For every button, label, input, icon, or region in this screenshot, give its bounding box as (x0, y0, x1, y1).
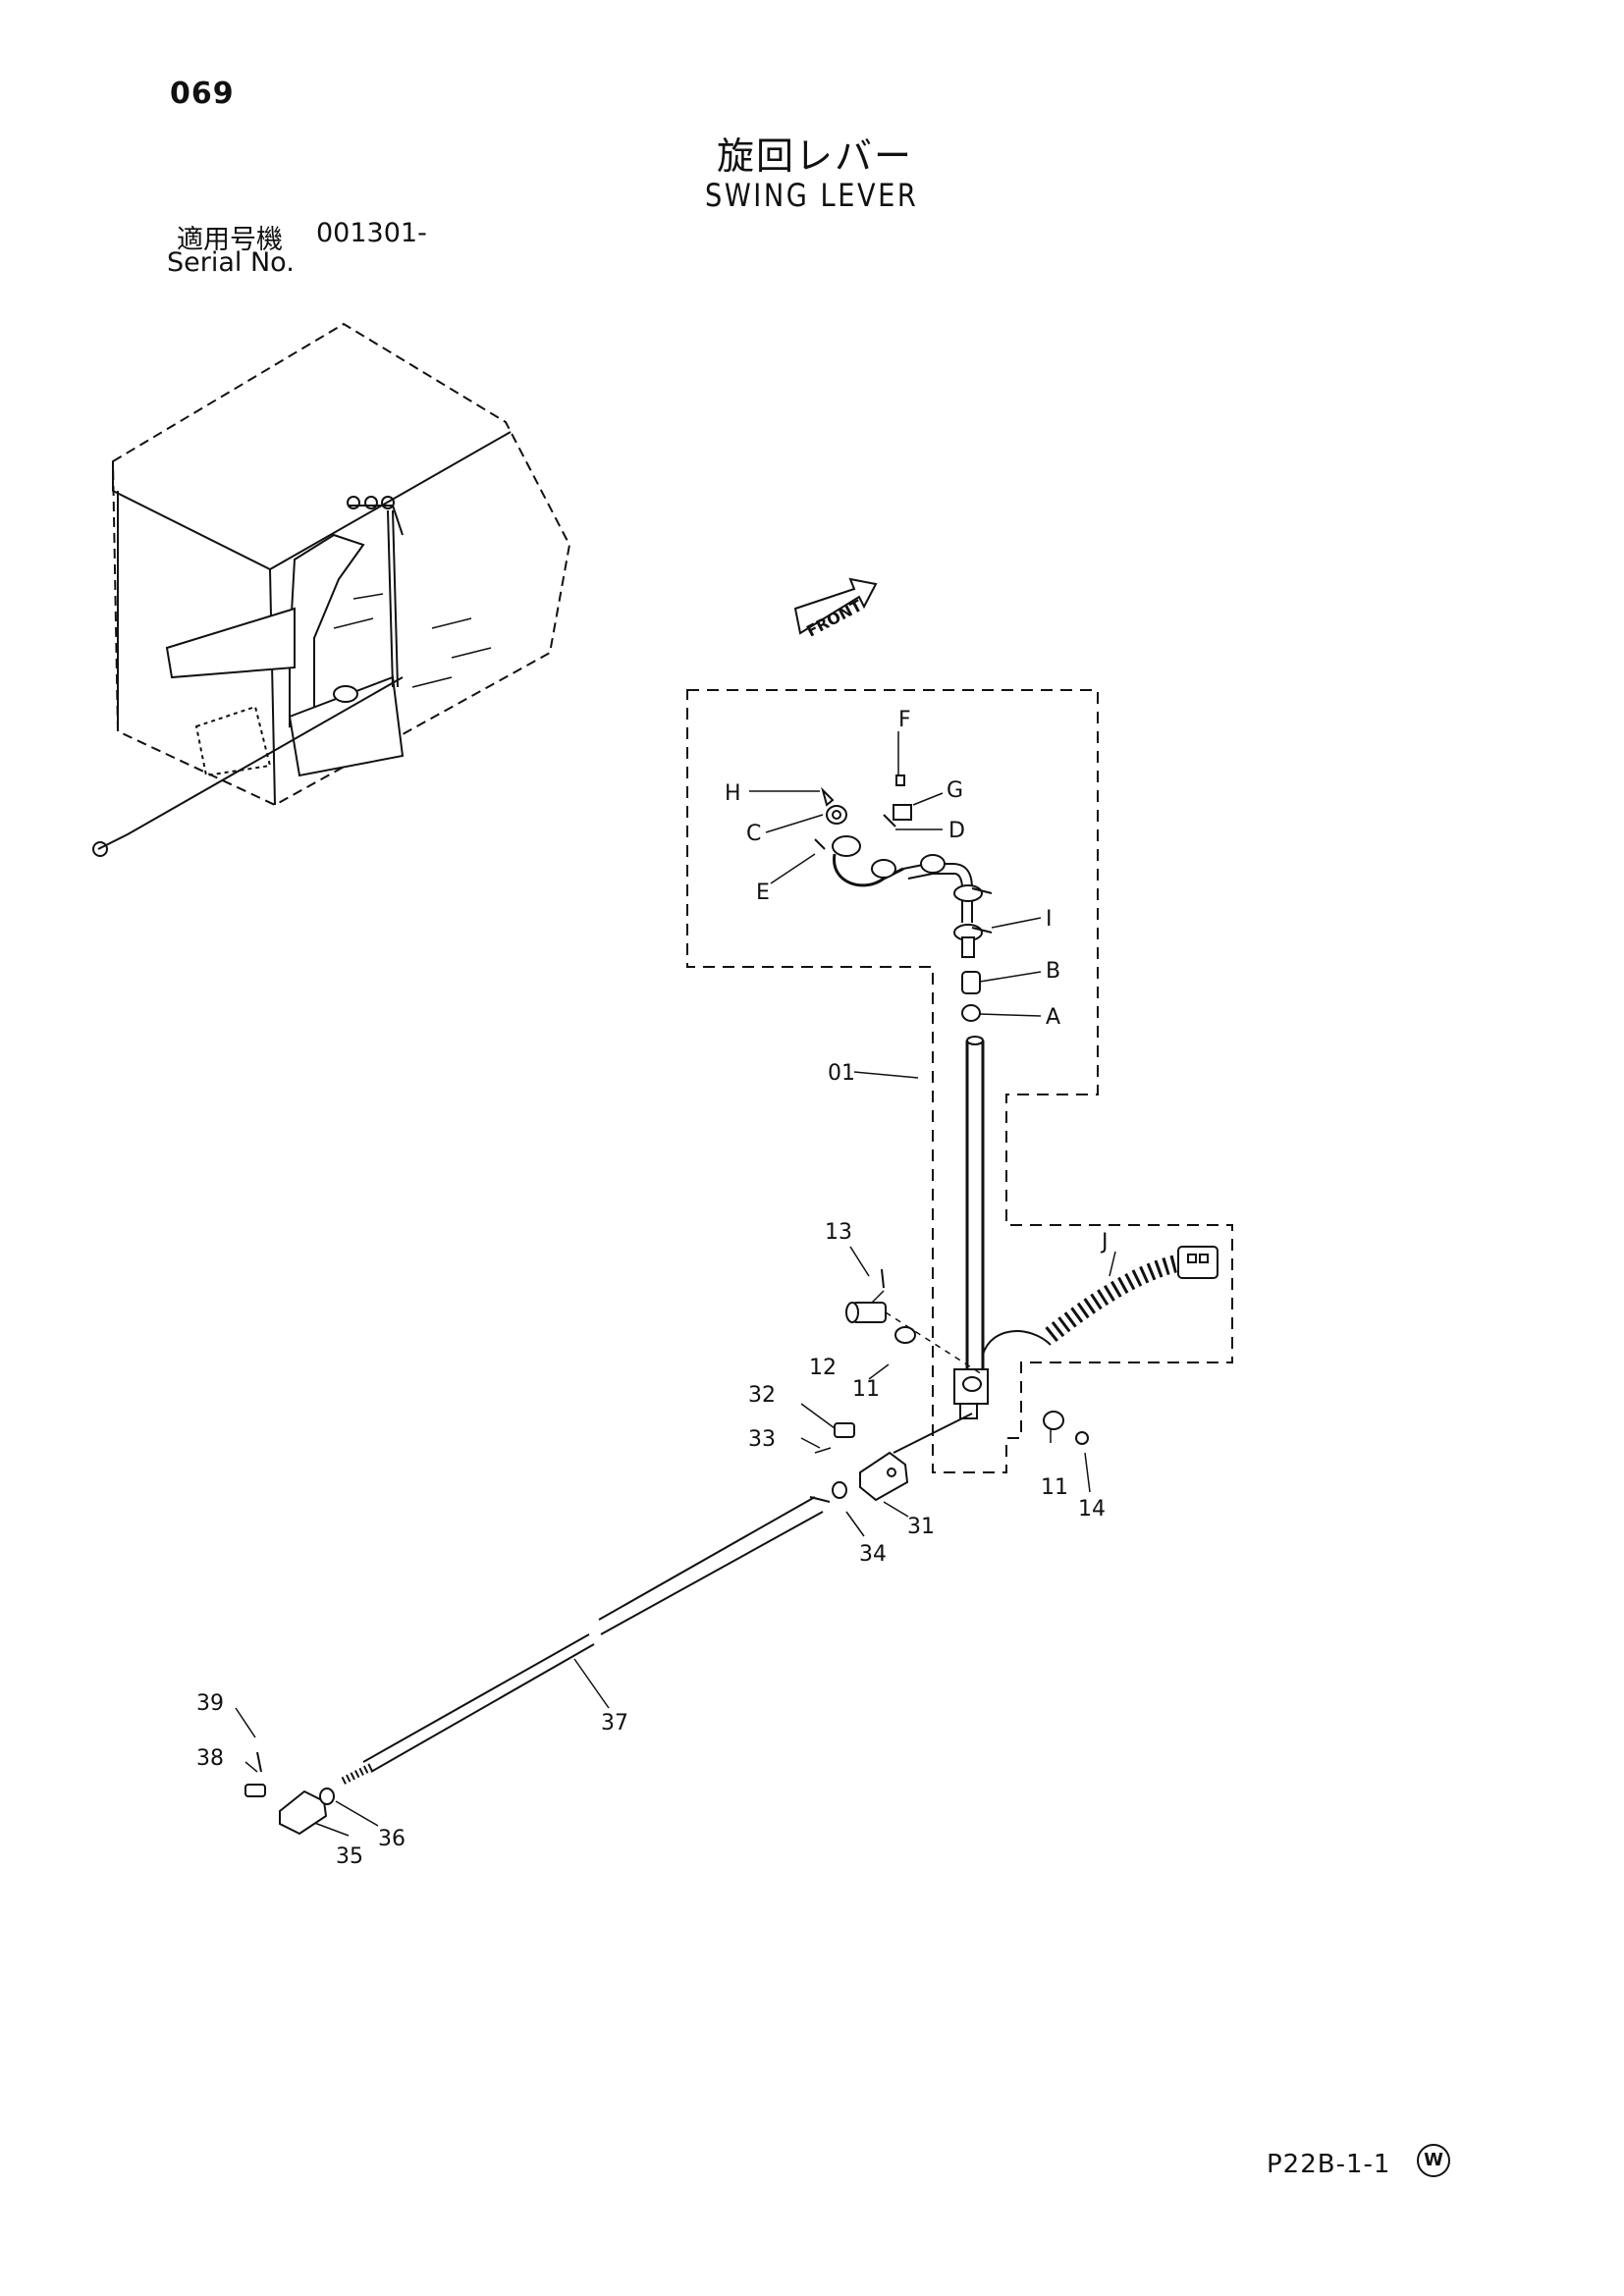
callout-39: 39 (196, 1691, 224, 1716)
callout-31: 31 (907, 1515, 935, 1539)
clevis-parts (814, 1422, 909, 1502)
serial-value: 001301- (316, 218, 427, 248)
page-title-jp: 旋回レバー (717, 134, 914, 178)
page-number: 069 (170, 77, 235, 111)
end-parts (244, 1751, 335, 1836)
callout-11-a: 11 (852, 1377, 880, 1402)
serial-label-jp: 適用号機 (177, 225, 283, 255)
coil-cord (982, 1246, 1218, 1356)
callout-37: 37 (601, 1711, 628, 1735)
callout-12: 12 (809, 1356, 837, 1380)
group-boundary (686, 689, 1233, 1473)
callout-14: 14 (1078, 1497, 1106, 1522)
callout-H: H (725, 781, 741, 806)
callout-01: 01 (828, 1061, 855, 1086)
callout-38: 38 (196, 1746, 224, 1771)
callout-32: 32 (748, 1383, 776, 1408)
callout-A: A (1046, 1005, 1060, 1030)
serial-label-en: Serial No. (167, 247, 295, 278)
callout-E: E (756, 881, 770, 905)
callout-D: D (948, 819, 965, 843)
long-rod (340, 1496, 831, 1786)
cab-overview (92, 322, 571, 857)
lever-rod (893, 1036, 989, 1454)
callout-B: B (1046, 959, 1060, 984)
lever-head (814, 774, 993, 1022)
callout-J: J (1100, 1230, 1109, 1255)
front-arrow (793, 577, 878, 635)
page-code: P22B-1-1 (1267, 2150, 1391, 2179)
pin-parts (845, 1268, 1089, 1445)
page-title-en: SWING LEVER (705, 177, 919, 214)
callout-35: 35 (336, 1844, 363, 1869)
callout-11-b: 11 (1041, 1475, 1068, 1500)
callout-36: 36 (378, 1827, 406, 1851)
leader-lines (235, 731, 1116, 1837)
callout-I: I (1046, 907, 1053, 932)
callout-13: 13 (825, 1220, 852, 1245)
callout-G: G (947, 778, 963, 803)
circled-w-mark: W (1417, 2144, 1450, 2177)
callout-F: F (898, 708, 911, 732)
callout-33: 33 (748, 1427, 776, 1452)
callout-34: 34 (859, 1542, 887, 1567)
callout-C: C (746, 822, 761, 846)
